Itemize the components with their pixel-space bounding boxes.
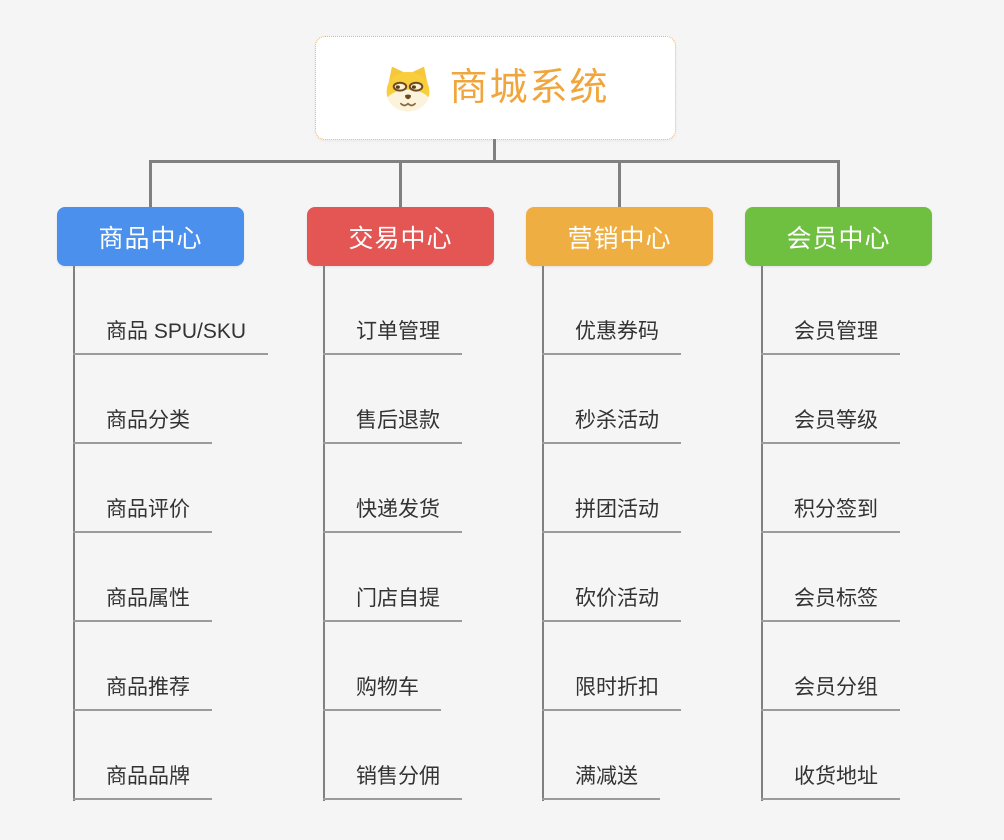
branch-node-marketing[interactable]: 营销中心 (526, 207, 713, 266)
branch-node-trade[interactable]: 交易中心 (307, 207, 494, 266)
branch-children-product: 商品 SPU/SKU 商品分类 商品评价 商品属性 商品推荐 商品品牌 (73, 266, 269, 800)
leaf-item[interactable]: 会员标签 (761, 585, 900, 622)
leaf-item[interactable]: 收货地址 (761, 763, 900, 800)
branch-children-trade: 订单管理 售后退款 快递发货 门店自提 购物车 销售分佣 (323, 266, 462, 800)
leaf-item[interactable]: 商品品牌 (73, 763, 212, 800)
leaf-item[interactable]: 售后退款 (323, 407, 462, 444)
connector-drop-trade (399, 162, 402, 208)
leaf-item[interactable]: 商品评价 (73, 496, 212, 533)
branch-children-member: 会员管理 会员等级 积分签到 会员标签 会员分组 收货地址 (761, 266, 900, 800)
connector-drop-member (837, 162, 840, 208)
branch-spine-member (761, 266, 763, 801)
leaf-item[interactable]: 会员等级 (761, 407, 900, 444)
leaf-item[interactable]: 会员管理 (761, 318, 900, 355)
leaf-item[interactable]: 商品推荐 (73, 674, 212, 711)
leaf-item[interactable]: 商品分类 (73, 407, 212, 444)
branch-node-product[interactable]: 商品中心 (57, 207, 244, 266)
leaf-item[interactable]: 销售分佣 (323, 763, 462, 800)
leaf-item[interactable]: 购物车 (323, 674, 441, 711)
leaf-item[interactable]: 满减送 (542, 763, 660, 800)
root-node[interactable]: 商城系统 (315, 36, 676, 140)
connector-horizontal-bar (149, 160, 840, 163)
leaf-item[interactable]: 订单管理 (323, 318, 462, 355)
leaf-item[interactable]: 商品属性 (73, 585, 212, 622)
leaf-item[interactable]: 积分签到 (761, 496, 900, 533)
leaf-item[interactable]: 快递发货 (323, 496, 462, 533)
leaf-item[interactable]: 优惠券码 (542, 318, 681, 355)
leaf-item[interactable]: 限时折扣 (542, 674, 681, 711)
connector-drop-marketing (618, 162, 621, 208)
leaf-item[interactable]: 秒杀活动 (542, 407, 681, 444)
leaf-item[interactable]: 门店自提 (323, 585, 462, 622)
leaf-item[interactable]: 拼团活动 (542, 496, 681, 533)
leaf-item[interactable]: 商品 SPU/SKU (73, 318, 269, 355)
branch-children-marketing: 优惠券码 秒杀活动 拼团活动 砍价活动 限时折扣 满减送 (542, 266, 681, 800)
dog-face-icon (387, 66, 430, 112)
branch-spine-product (73, 266, 75, 801)
branch-spine-trade (323, 266, 325, 801)
branch-node-member[interactable]: 会员中心 (745, 207, 932, 266)
connector-drop-product (149, 162, 152, 208)
leaf-item[interactable]: 砍价活动 (542, 585, 681, 622)
connector-root-stub (493, 139, 496, 162)
leaf-item[interactable]: 会员分组 (761, 674, 900, 711)
root-title: 商城系统 (449, 67, 610, 109)
branch-spine-marketing (542, 266, 544, 801)
